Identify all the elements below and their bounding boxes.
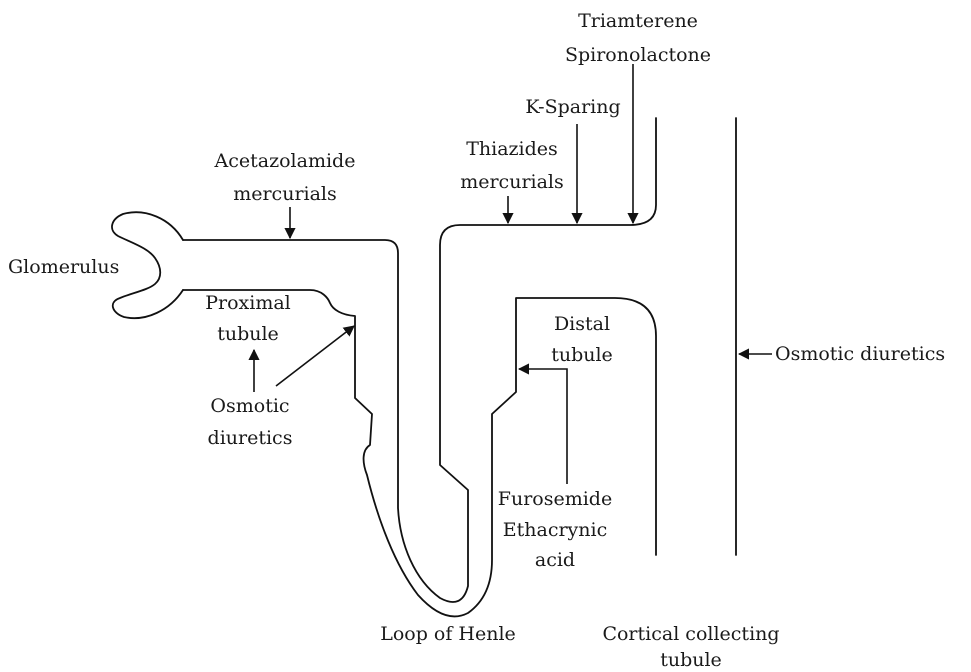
arrow-osmotic-diagonal — [275, 325, 355, 387]
label-osmotic-diuretics: Osmotic diuretics — [775, 343, 945, 365]
glomerulus-capsule — [111, 211, 184, 319]
label-osmotic-1: Osmotic — [210, 395, 289, 417]
proximal-tubule-inner-wall — [182, 289, 657, 618]
label-triamterene: Triamterene — [578, 10, 698, 32]
label-tubule-1: tubule — [217, 323, 279, 345]
label-diuretics-1: diuretics — [208, 427, 293, 449]
label-acetazolamide: Acetazolamide — [214, 150, 356, 172]
proximal-tubule-outer-wall — [182, 117, 657, 603]
label-proximal: Proximal — [205, 292, 291, 314]
label-tubule-2: tubule — [551, 344, 613, 366]
label-ethacrynic: Ethacrynic — [503, 519, 607, 541]
label-glomerulus: Glomerulus — [8, 256, 119, 278]
label-k-sparing: K-Sparing — [525, 96, 620, 118]
label-distal: Distal — [554, 313, 610, 335]
label-mercurials-2: mercurials — [460, 171, 564, 193]
label-cortical-collecting: Cortical collecting — [602, 623, 779, 645]
label-tubule-3: tubule — [660, 649, 722, 671]
label-acid: acid — [535, 549, 575, 571]
label-loop-of-henle: Loop of Henle — [380, 623, 516, 645]
label-mercurials-1: mercurials — [233, 183, 337, 205]
label-thiazides: Thiazides — [466, 138, 558, 160]
label-furosemide: Furosemide — [498, 488, 612, 510]
arrow-furosemide — [517, 363, 568, 484]
label-spironolactone: Spironolactone — [565, 44, 711, 66]
